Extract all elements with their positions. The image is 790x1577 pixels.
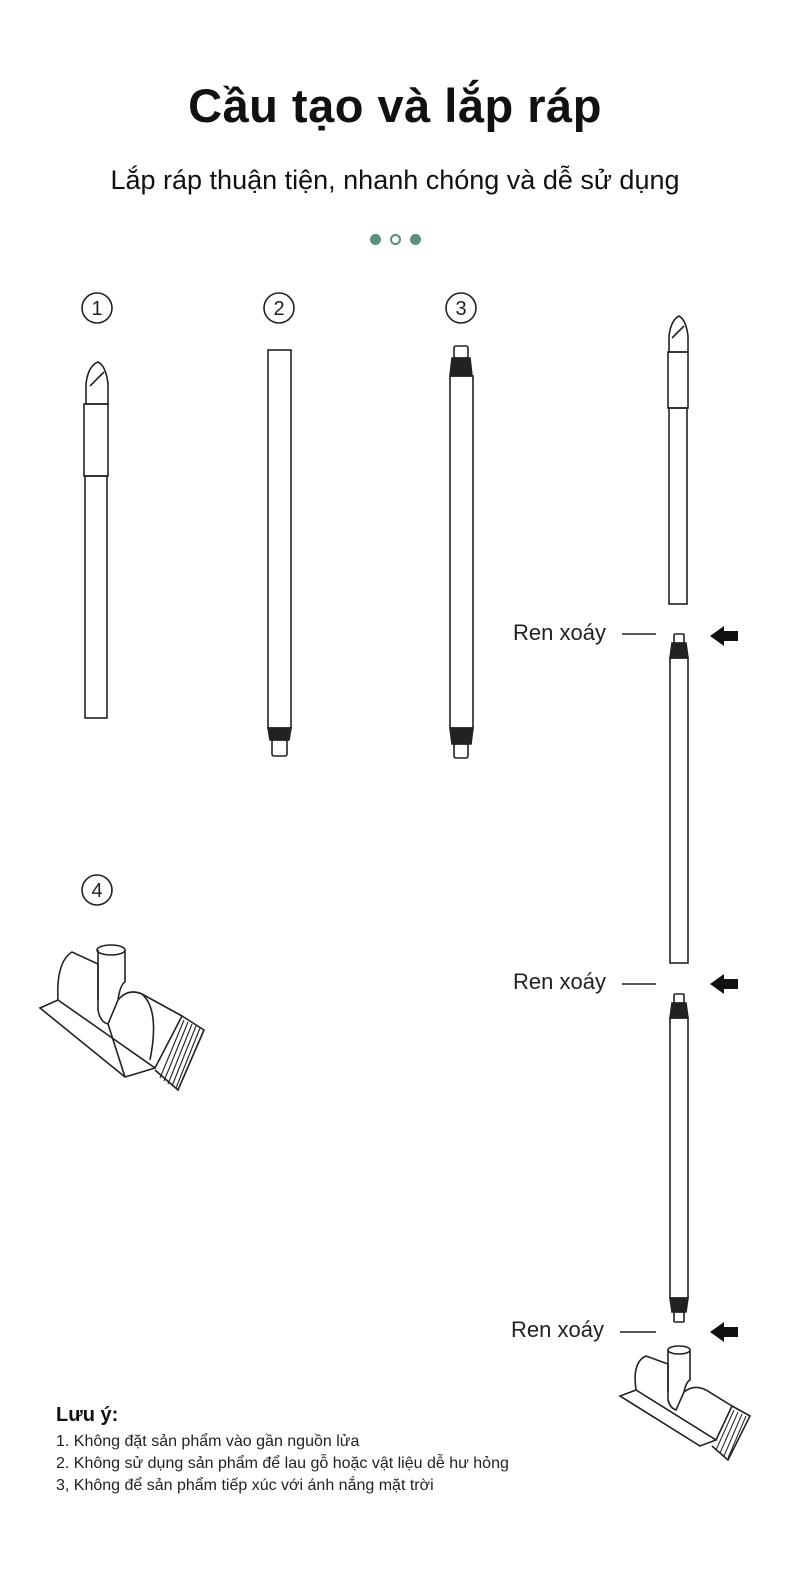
step-1-number: 1 <box>91 298 102 320</box>
thread-label-3: Ren xoáy <box>511 1317 604 1342</box>
step-4-number: 4 <box>91 880 102 902</box>
thread-label-1: Ren xoáy <box>513 620 606 645</box>
notes-title: Lưu ý: <box>56 1404 119 1426</box>
page-subtitle: Lắp ráp thuận tiện, nhanh chóng và dễ sử… <box>110 165 680 195</box>
step-3-badge: 3 <box>445 292 477 324</box>
step-3-number: 3 <box>455 298 466 320</box>
part-1-handle-pole <box>83 361 109 719</box>
page-title: Cầu tạo và lắp ráp <box>188 79 602 132</box>
assembled-mop-head <box>618 1345 752 1462</box>
notes-section: Lưu ý: 1. Không đặt sản phẩm vào gần ngu… <box>56 1404 509 1497</box>
thread-label-2: Ren xoáy <box>513 969 606 994</box>
part-3-connector-pole <box>449 345 474 759</box>
step-2-badge: 2 <box>263 292 295 324</box>
note-item: 3, Không để sản phẩm tiếp xúc với ánh nắ… <box>56 1477 434 1494</box>
notes-list: 1. Không đặt sản phẩm vào gần nguồn lửa … <box>56 1431 509 1497</box>
carousel-dot-2[interactable] <box>389 234 401 245</box>
note-item: 2. Không sử dụng sản phẩm để lau gỗ hoặc… <box>56 1455 509 1472</box>
carousel-dot-3[interactable] <box>409 234 421 245</box>
part-2-middle-pole <box>267 349 292 757</box>
step-1-badge: 1 <box>81 292 113 324</box>
step-4-badge: 4 <box>81 874 113 906</box>
arrow-left-icon <box>710 626 738 646</box>
part-4-mop-head <box>38 944 206 1092</box>
note-item: 1. Không đặt sản phẩm vào gần nguồn lửa <box>56 1433 360 1450</box>
arrow-left-icon <box>710 1322 738 1342</box>
assembled-pole-2 <box>669 993 689 1323</box>
assembled-pole-1 <box>669 633 689 964</box>
carousel-dot-1[interactable] <box>369 234 381 245</box>
step-2-number: 2 <box>273 298 284 320</box>
carousel-indicator <box>0 234 790 245</box>
arrow-left-icon <box>710 974 738 994</box>
assembled-handle <box>667 315 689 605</box>
